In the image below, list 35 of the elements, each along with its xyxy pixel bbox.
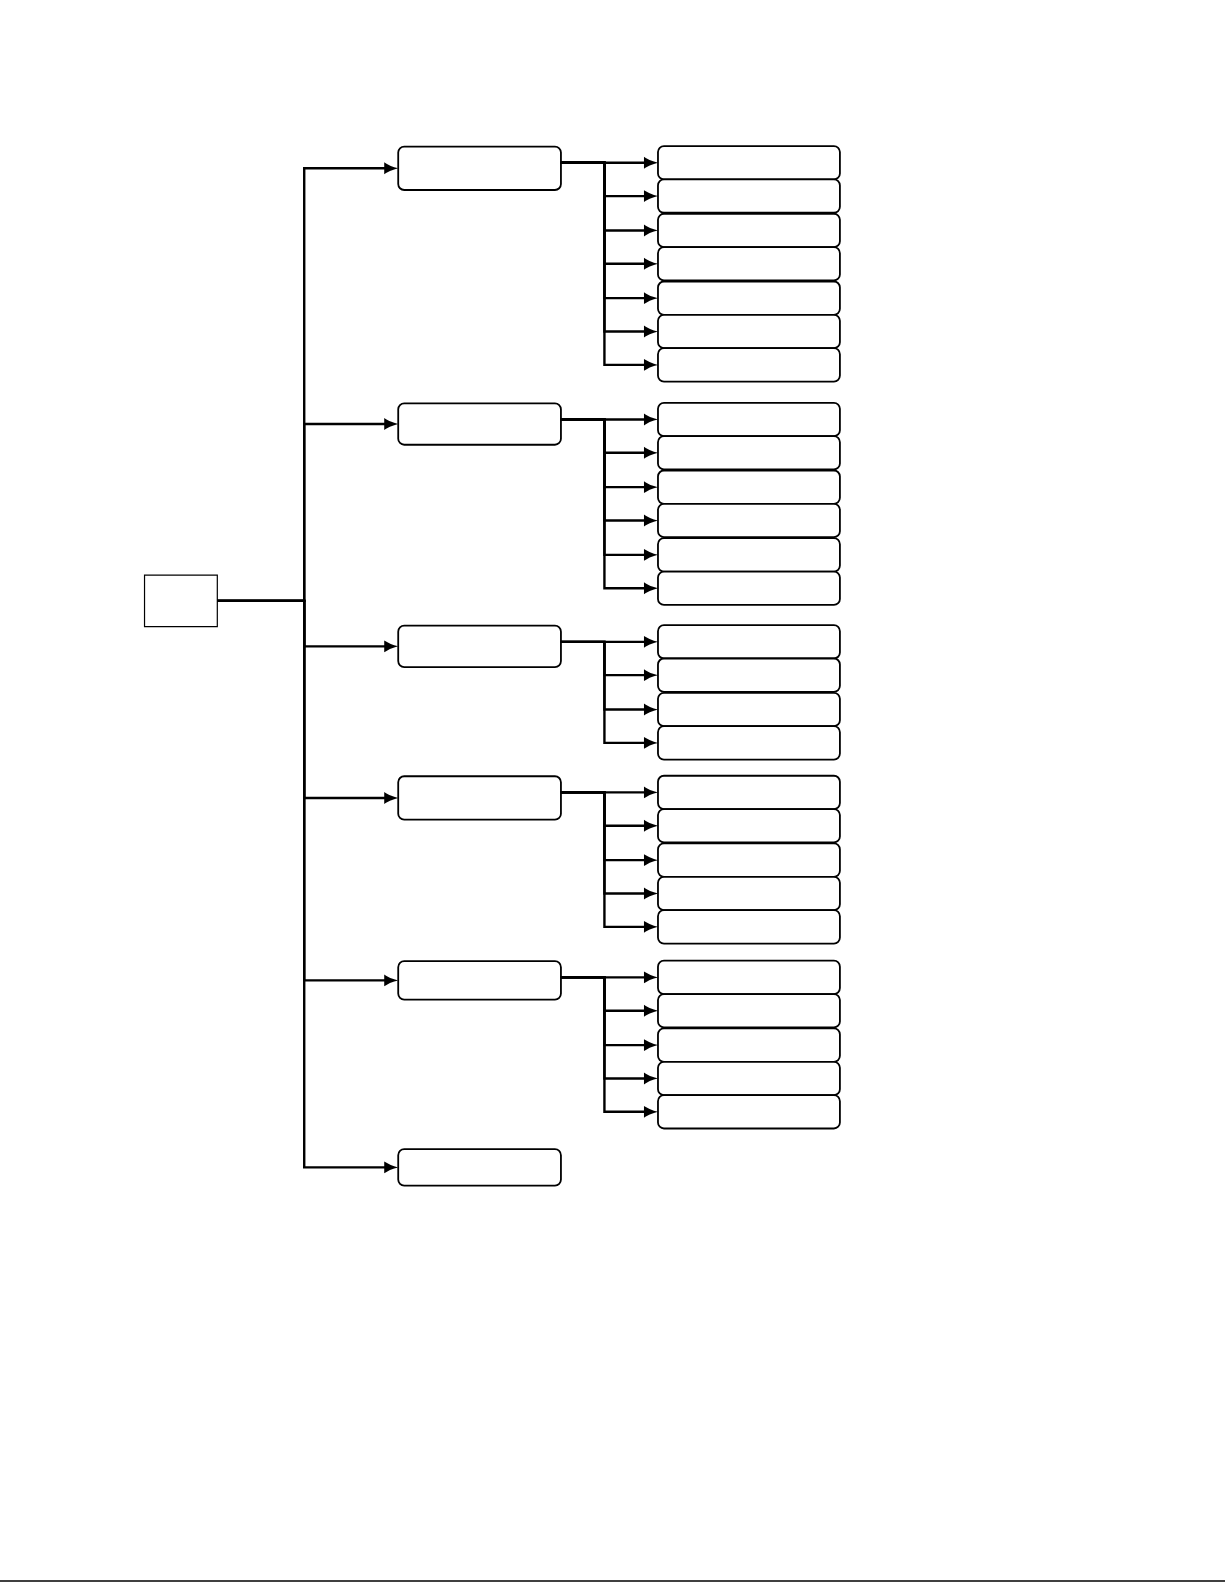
item-box (657, 280, 841, 316)
item-box (657, 993, 841, 1029)
category-box (397, 775, 562, 821)
item-box (657, 347, 841, 383)
item-box (657, 1094, 841, 1130)
item-box (657, 875, 841, 912)
item-box (657, 145, 841, 181)
item-box (657, 691, 841, 728)
arrow (217, 599, 396, 1173)
item-box (657, 178, 841, 214)
item-box (657, 808, 841, 844)
category-box (397, 1148, 562, 1187)
item-box (657, 502, 841, 539)
category-box (397, 960, 562, 1001)
category-box (397, 145, 562, 191)
item-box (657, 537, 841, 573)
root-box (143, 574, 218, 628)
item-box (657, 1027, 841, 1063)
item-box (657, 212, 841, 249)
item-box (657, 1060, 841, 1097)
item-box (657, 246, 841, 282)
item-box (657, 909, 841, 945)
item-box (657, 959, 841, 995)
item-box (657, 842, 841, 878)
category-box (397, 402, 562, 446)
item-box (657, 624, 841, 660)
item-box (657, 401, 841, 438)
item-box (657, 657, 841, 693)
item-box (657, 725, 841, 761)
category-box (397, 624, 562, 668)
item-box (657, 774, 841, 810)
item-box (657, 469, 841, 505)
item-box (657, 570, 841, 606)
item-box (657, 313, 841, 350)
item-box (657, 435, 841, 471)
